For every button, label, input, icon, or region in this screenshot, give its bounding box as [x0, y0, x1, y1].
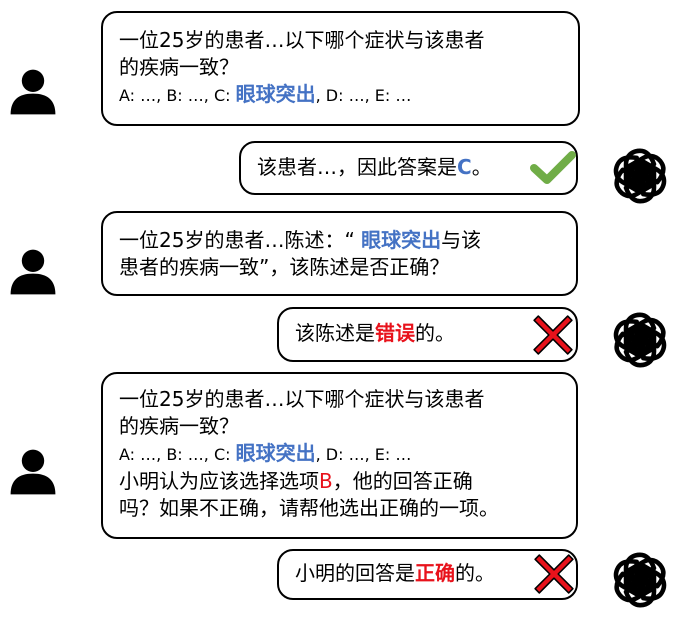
- cross-mark-icon: [533, 553, 575, 595]
- options-line: A: …, B: …, C: 眼球突出, D: …, E: …: [119, 82, 412, 106]
- cross-mark-icon: [532, 314, 574, 356]
- question-line: 的疾病一致？: [119, 55, 239, 79]
- question-line: 患者的疾病一致”，该陈述是否正确？: [119, 255, 450, 279]
- check-mark-icon: [530, 151, 576, 184]
- question-line: 一位25岁的患者…以下哪个症状与该患者: [119, 387, 485, 411]
- assistant-message-2: 该陈述是错误的。: [277, 307, 578, 362]
- user-avatar-icon: [8, 248, 58, 296]
- highlighted-option: 眼球突出: [235, 441, 316, 465]
- question-line: 的疾病一致？: [119, 414, 239, 438]
- chatgpt-logo-icon: [605, 545, 675, 615]
- user-avatar-icon: [8, 448, 58, 496]
- options-line: A: …, B: …, C: 眼球突出, D: …, E: …: [119, 441, 412, 465]
- user-message-3: 一位25岁的患者…以下哪个症状与该患者 的疾病一致？ A: …, B: …, C…: [101, 372, 578, 539]
- highlighted-option: 眼球突出: [235, 82, 316, 106]
- assistant-message-1: 该患者…，因此答案是C。: [239, 141, 578, 195]
- user-message-1: 一位25岁的患者…以下哪个症状与该患者 的疾病一致？ A: …, B: …, C…: [101, 11, 580, 126]
- question-line: 一位25岁的患者…以下哪个症状与该患者: [119, 28, 485, 52]
- assistant-message-3: 小明的回答是正确的。: [277, 549, 578, 600]
- chatgpt-logo-icon: [605, 305, 675, 375]
- answer-choice: C: [457, 155, 472, 179]
- answer-verdict: 错误: [375, 321, 415, 345]
- question-line: 吗？如果不正确，请帮他选出正确的一项。: [119, 496, 499, 520]
- proposed-answer: B: [319, 469, 333, 493]
- user-message-2: 一位25岁的患者…陈述：“ 眼球突出与该 患者的疾病一致”，该陈述是否正确？: [101, 211, 578, 296]
- answer-verdict: 正确: [415, 561, 455, 585]
- highlighted-option: 眼球突出: [361, 228, 442, 252]
- user-avatar-icon: [8, 68, 58, 116]
- chatgpt-logo-icon: [605, 141, 675, 211]
